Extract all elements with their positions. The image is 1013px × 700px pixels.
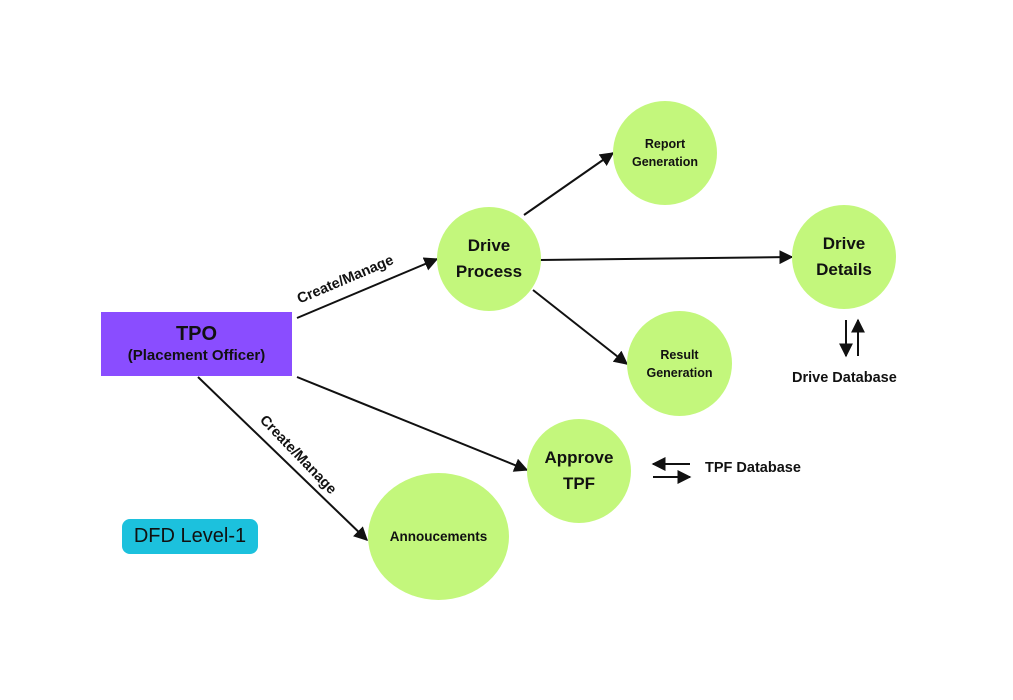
flow-drive-process-to-report-generation — [523, 152, 615, 216]
approve-tpf-line-1: Approve — [544, 448, 614, 467]
report-generation-line-2: Generation — [632, 155, 698, 169]
dfd-level-badge: DFD Level-1 — [122, 519, 258, 554]
flow-drive-process-to-drive-details — [539, 250, 794, 265]
tpo-title: TPO — [175, 323, 218, 345]
result-generation-line-2: Generation — [646, 365, 713, 380]
annoucements-node: Annoucements — [368, 473, 509, 600]
flow-tpo-to-drive-process — [296, 257, 439, 319]
approve-tpf-node: Approve TPF — [527, 419, 631, 523]
drive-details-node: Drive Details — [792, 205, 896, 309]
report-generation-node: Report Generation — [613, 101, 717, 205]
flow-tpo-to-annoucements — [197, 376, 369, 541]
drive-process-line-1: Drive — [467, 236, 511, 255]
flow-tpo-to-approve-tpf — [296, 376, 529, 472]
result-generation-line-1: Result — [660, 347, 699, 362]
result-generation-node: Result Generation — [627, 311, 732, 416]
tpo-entity: TPO (Placement Officer) — [101, 312, 292, 376]
drive-process-line-2: Process — [455, 262, 523, 281]
report-generation-line-1: Report — [644, 137, 686, 151]
annoucements-label: Annoucements — [389, 529, 488, 544]
tpf-database-store: TPF Database — [705, 460, 801, 476]
approve-tpf-line-2: TPF — [562, 474, 596, 493]
flow-drive-process-to-result-generation — [532, 289, 629, 365]
tpo-subtitle: (Placement Officer) — [127, 347, 266, 364]
drive-process-node: Drive Process — [437, 207, 541, 311]
drive-details-line-1: Drive — [822, 234, 866, 253]
drive-database-store: Drive Database — [792, 370, 897, 386]
drive-details-line-2: Details — [816, 260, 872, 279]
